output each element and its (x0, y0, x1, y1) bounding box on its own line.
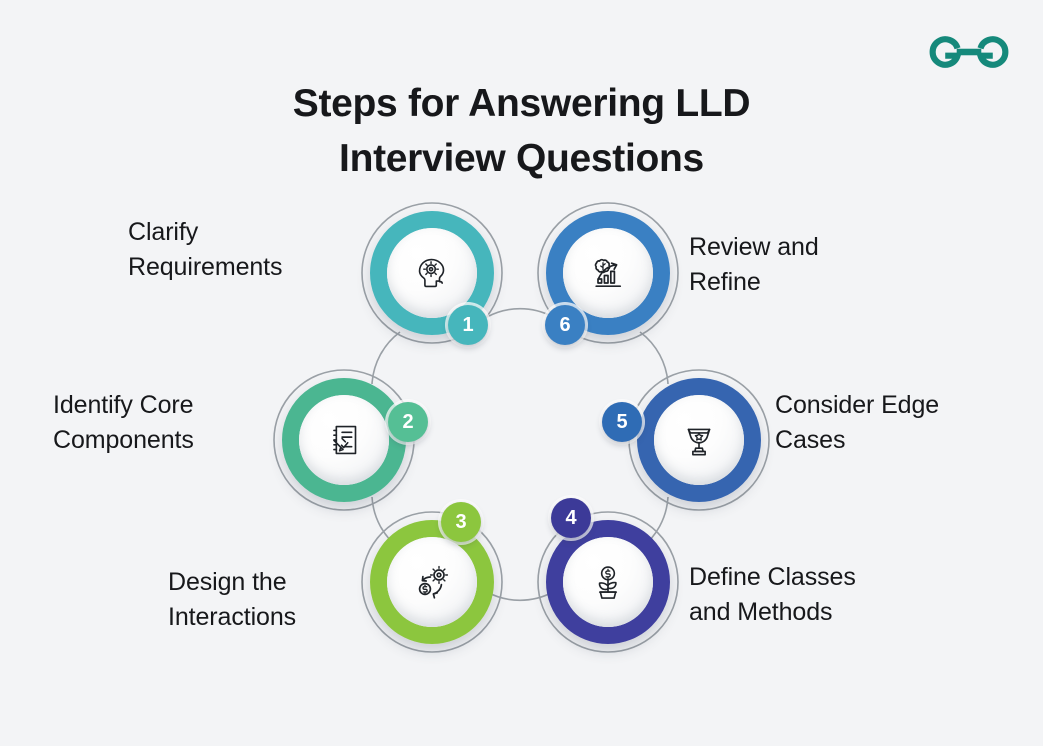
step-icon-wrap-4 (563, 537, 653, 627)
step-label-1: Clarify Requirements (128, 218, 283, 281)
step-icon-wrap-1 (387, 228, 477, 318)
step-node-5[interactable] (637, 378, 761, 502)
step-badge-1[interactable]: 1 (448, 305, 488, 345)
step-node-2[interactable] (282, 378, 406, 502)
step-label-5: Consider Edge Cases (775, 391, 940, 454)
step-label-4: Define Classes and Methods (689, 563, 856, 626)
trophy-icon (676, 417, 722, 463)
step-label-2: Identify Core Components (53, 391, 194, 454)
step-node-3[interactable] (370, 520, 494, 644)
step-icon-wrap-5 (654, 395, 744, 485)
step-badge-2[interactable]: 2 (388, 402, 428, 442)
step-icon-wrap-6 (563, 228, 653, 318)
geeksforgeeks-logo[interactable] (928, 28, 1010, 76)
step-badge-6[interactable]: 6 (545, 305, 585, 345)
gear-dollar-cycle-icon (408, 558, 456, 606)
step-node-4[interactable] (546, 520, 670, 644)
money-plant-icon (585, 559, 631, 605)
step-badge-3[interactable]: 3 (441, 502, 481, 542)
step-label-6: Review and Refine (689, 233, 819, 296)
page-title: Steps for Answering LLD Interview Questi… (292, 82, 751, 180)
growth-chart-brain-icon (584, 249, 632, 297)
step-label-3: Design the Interactions (168, 568, 297, 631)
step-badge-5[interactable]: 5 (602, 402, 642, 442)
step-icon-wrap-3 (387, 537, 477, 627)
step-icon-wrap-2 (299, 395, 389, 485)
step-badge-4[interactable]: 4 (551, 498, 591, 538)
checklist-pencil-icon (321, 417, 367, 463)
head-with-gear-icon (409, 250, 455, 296)
